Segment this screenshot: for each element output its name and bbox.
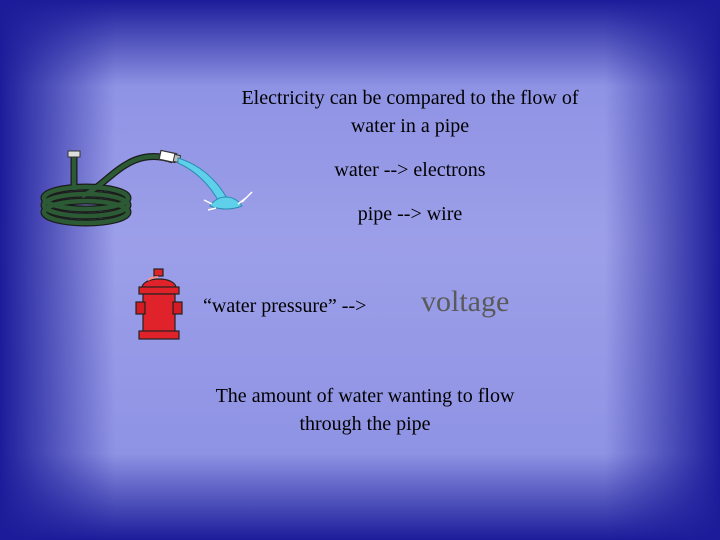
- analogy-pipe-wire: pipe --> wire: [357, 203, 463, 225]
- title-line-2: water in a pipe: [350, 115, 470, 137]
- slide-title: Electricity can be compared to the flow …: [180, 84, 640, 140]
- fire-hydrant-icon: [135, 268, 183, 340]
- definition-line-2: through the pipe: [299, 413, 431, 435]
- garden-hose-icon: [40, 149, 253, 227]
- title-line-1: Electricity can be compared to the flow …: [241, 87, 579, 109]
- definition-line-1: The amount of water wanting to flow: [215, 385, 515, 407]
- analogy-voltage-term: voltage: [421, 285, 510, 318]
- analogy-water-electrons: water --> electrons: [334, 159, 486, 181]
- analogy-pressure: “water pressure” -->: [203, 295, 367, 317]
- pressure-definition: The amount of water wanting to flow thro…: [165, 382, 565, 438]
